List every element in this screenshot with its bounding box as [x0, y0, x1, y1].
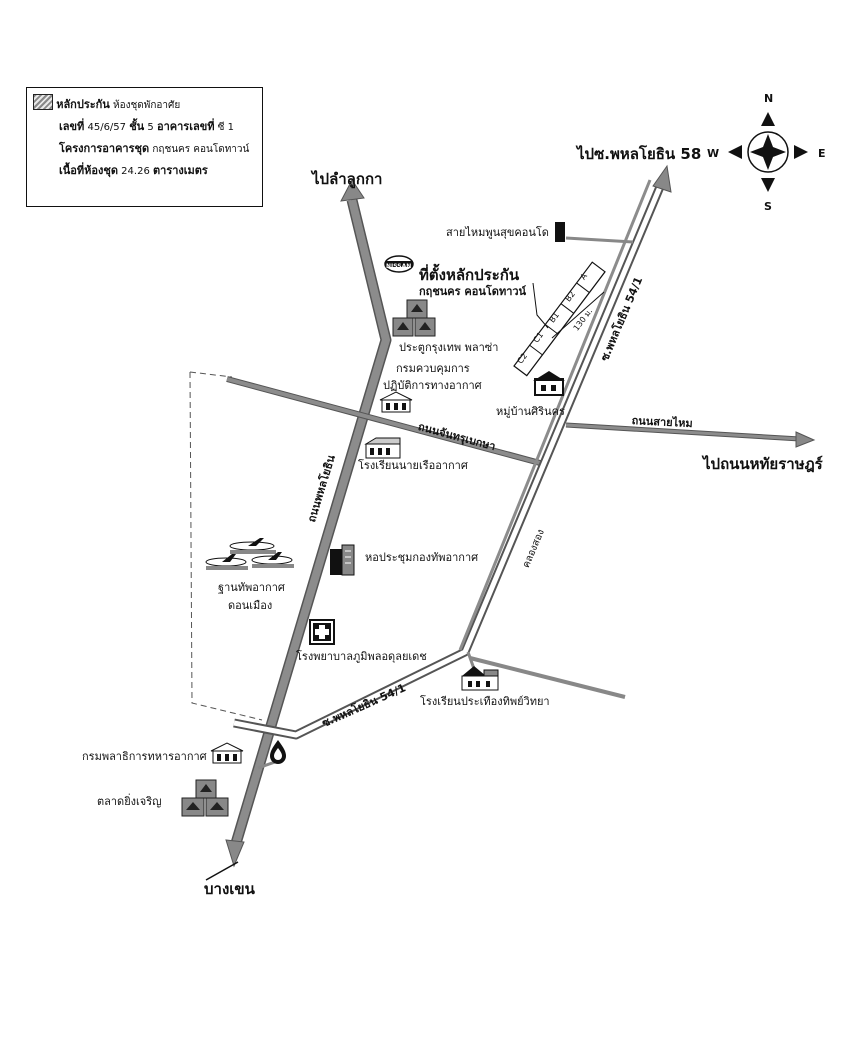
landmark-airbase-2: ดอนเมือง [228, 599, 273, 612]
site-buildings [513, 261, 606, 377]
compass-east: E [818, 147, 826, 160]
landmark-navy-school: โรงเรียนนายเรืออากาศ [358, 459, 468, 472]
landmark-hospital: โรงพยาบาลภูมิพลอดุลยเดช [296, 650, 427, 663]
lower-branch-road [469, 656, 626, 699]
airplane-icon [205, 554, 248, 570]
airbase-boundary-top [189, 371, 233, 378]
direction-nontharat: ไปถนนหทัยราษฎร์ [703, 455, 823, 473]
legend-building-label: อาคารเลขที่ [156, 120, 215, 133]
arrow-to-lamlukka [340, 179, 365, 202]
landmark-hall: หอประชุมกองทัพอากาศ [365, 551, 479, 564]
airbase-boundary [189, 371, 263, 721]
landmark-weather-2: ปฏิบัติการทางอากาศ [383, 379, 482, 392]
compass-west: W [707, 147, 720, 160]
government-building-icon [379, 391, 413, 413]
office-building-icon [210, 742, 244, 764]
arrow-to-bangkhen [225, 839, 245, 868]
compass-south: S [764, 200, 772, 213]
airforce-access-road [257, 760, 276, 770]
site-title: ที่ตั้งหลักประกัน [419, 266, 520, 284]
arrow-to-phahon58 [652, 164, 672, 193]
condo-access-road [565, 236, 634, 244]
legend-floor-value: 5 [147, 122, 154, 133]
fuel-station-icon [270, 740, 286, 764]
school-house-icon [461, 666, 499, 691]
site-project: กฤชนคร คอนโดทาวน์ [419, 285, 527, 298]
condo-building-icon [555, 222, 565, 242]
legend-no-label: เลขที่ [59, 120, 85, 133]
landmark-saimai-condo: สายไหมพูนสุขคอนโด [446, 226, 549, 239]
landmark-weather-1: กรมควบคุมการ [396, 362, 470, 375]
arrow-to-nontharat [795, 431, 816, 448]
airplane-icon [251, 552, 294, 568]
site-pointer [532, 282, 549, 329]
landmark-airbase-1: ฐานทัพอากาศ [218, 581, 285, 594]
hospital-cross-icon [309, 619, 335, 645]
landmark-school2: โรงเรียนประเทืองทิพย์วิทยา [420, 695, 550, 708]
legend-subtitle: ห้องชุดพักอาศัย [113, 100, 181, 111]
plaza-market-icon [392, 299, 436, 337]
legend-floor-label: ชั้น [129, 120, 145, 133]
distance-marker [551, 291, 605, 339]
legend-project-value: กฤชนคร คอนโดทาวน์ [152, 144, 250, 155]
market-stall-icon [181, 779, 229, 817]
landmark-market: ตลาดยิ่งเจริญ [97, 795, 162, 808]
direction-bangkhen: บางเขน [204, 880, 255, 898]
legend-title: หลักประกัน [56, 98, 110, 111]
landmark-sirinakorn: หมู่บ้านศิรินคร [496, 405, 565, 418]
landmark-airforce-dept: กรมพลาธิการทหารอากาศ [82, 750, 207, 763]
bangkhen-strike [205, 861, 239, 881]
school-building-icon [364, 437, 401, 459]
legend-area-unit: ตารางเมตร [153, 164, 208, 177]
airplane-icon [229, 538, 276, 554]
phahonyothin-road [228, 198, 392, 852]
canal-line [458, 179, 652, 651]
legend-area-label: เนื้อที่ห้องชุด [59, 164, 118, 177]
nissan-logo-icon [384, 255, 414, 273]
compass-rose [728, 112, 808, 192]
legend-building-value: ซี 1 [217, 122, 234, 133]
legend-box: หลักประกัน ห้องชุดพักอาศัย เลขที่ 45/6/5… [26, 87, 263, 207]
tower-building-icon [330, 544, 355, 576]
hatch-swatch-icon [33, 94, 53, 110]
direction-phahon58: ไปซ.พหลโยธิน 58 [577, 145, 702, 163]
compass-north: N [764, 92, 774, 105]
legend-project-label: โครงการอาคารชุด [59, 142, 150, 155]
legend-no-value: 45/6/57 [87, 122, 127, 133]
landmark-pratu-plaza: ประตูกรุงเทพ พลาซ่า [399, 341, 499, 354]
nissan-text: NISSAN [386, 263, 412, 270]
direction-lamlukka: ไปลำลูกกา [312, 170, 383, 188]
legend-area-value: 24.26 [121, 166, 150, 177]
village-house-icon [533, 371, 565, 396]
